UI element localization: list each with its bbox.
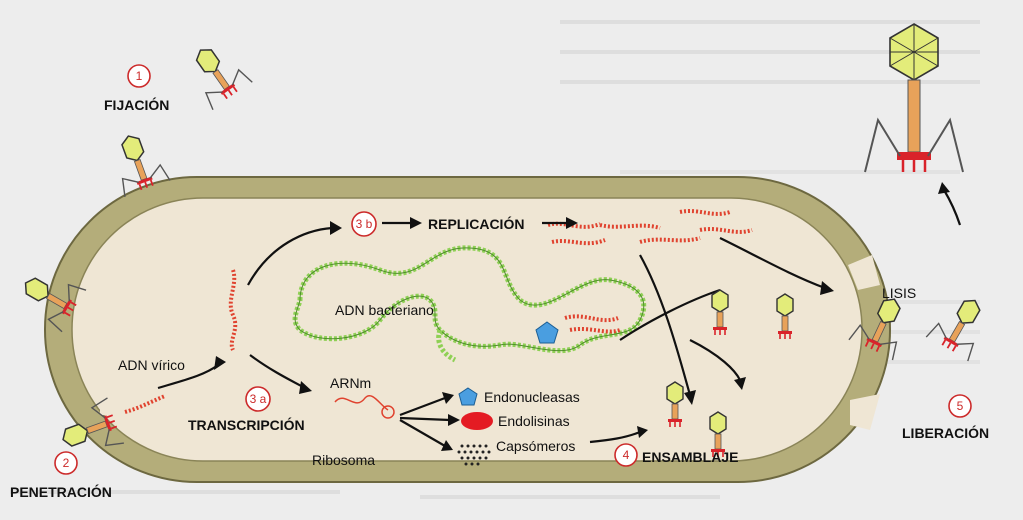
protein-icons [457,321,559,466]
label-adn-virico: ADN vírico [118,357,185,373]
svg-text:2: 2 [63,456,70,470]
label-arnm: ARNm [330,375,371,391]
mrna-strand [334,395,389,411]
penetration-hole-lower [100,395,125,415]
label-liberacion: LIBERACIÓN [902,424,989,441]
label-adn-bacteriano: ADN bacteriano [335,302,434,318]
svg-text:5: 5 [957,399,964,413]
label-endonucleasas: Endonucleasas [484,389,580,405]
step-4-number: 4 [614,443,638,467]
label-lisis: LISIS [882,285,916,301]
step-2-number: 2 [54,451,78,475]
label-fijacion: FIJACIÓN [104,96,169,113]
label-endolisinas: Endolisinas [498,413,570,429]
released-phage-large [864,23,964,173]
step-1-number: 1 [127,64,151,88]
label-ribosoma: Ribosoma [312,452,375,468]
ellipse-icon [461,412,493,430]
replicated-viral-dna [547,209,753,334]
viral-dna [124,209,753,419]
lysis-break-lower [850,394,880,430]
dots-icon [457,444,491,466]
label-transcripcion: TRANSCRIPCIÓN [188,416,305,433]
label-penetracion: PENETRACIÓN [10,483,112,500]
ribosome-shape [381,405,395,419]
label-capsomeros: Capsómeros [496,438,575,454]
penetration-hole-upper [90,290,114,314]
pentagon-icon [458,387,478,406]
step-3b-number: 3 b [351,211,377,237]
process-arrows [157,182,962,451]
svg-text:3 a: 3 a [250,392,267,406]
label-replicacion: REPLICACIÓN [428,215,524,232]
svg-text:4: 4 [623,448,630,462]
step-3a-number: 3 a [245,386,271,412]
svg-text:3 b: 3 b [356,217,373,231]
step-5-number: 5 [948,394,972,418]
phages [12,23,997,464]
svg-text:1: 1 [136,69,143,83]
label-ensamblaje: ENSAMBLAJE [642,449,738,465]
lysis-break-upper [848,255,880,290]
free-pentagon-icon [535,321,559,344]
bacterial-dna [292,245,647,363]
step-markers: 1 2 3 a 3 b 4 5 [54,64,972,475]
